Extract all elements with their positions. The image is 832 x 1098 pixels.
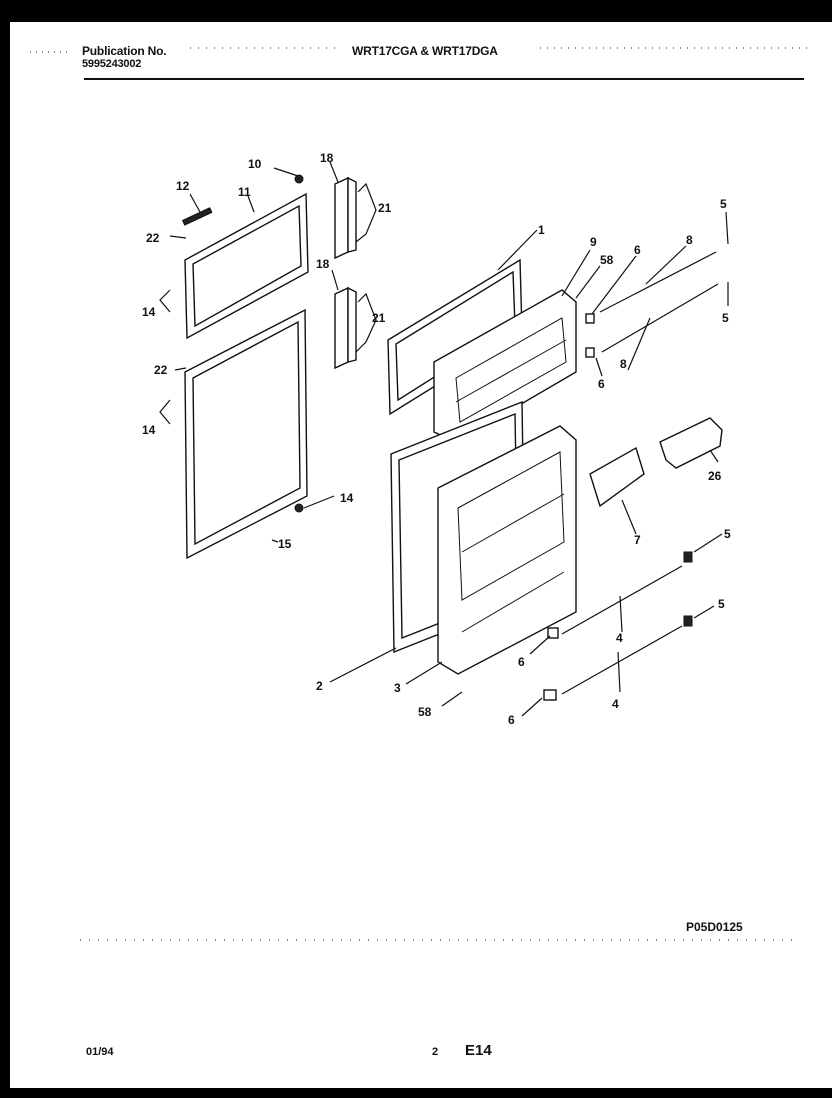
callout-1: 1 — [538, 223, 545, 237]
callout-3: 3 — [394, 681, 401, 695]
model-numbers: WRT17CGA & WRT17DGA — [352, 44, 498, 58]
part-lower-gasket — [184, 308, 308, 560]
part-shelf-bar-lower-b — [561, 625, 683, 695]
callout-18-lower: 18 — [316, 257, 330, 271]
header-rule — [84, 78, 804, 80]
part-shelf-bar-middle — [601, 283, 719, 353]
callout-26: 26 — [708, 469, 722, 483]
callout-10: 10 — [248, 157, 262, 171]
footer-date: 01/94 — [86, 1046, 114, 1058]
callout-6-fourth: 6 — [508, 713, 515, 727]
callout-18-upper: 18 — [320, 151, 334, 165]
part-end-cap — [547, 627, 559, 639]
callout-4-lower: 4 — [612, 697, 619, 711]
part-end-cap — [543, 689, 557, 701]
callout-8-lower: 8 — [620, 357, 627, 371]
part-shelf-bar-lower-a — [561, 565, 683, 635]
publication-number: 5995243002 — [82, 58, 142, 70]
part-upper-gasket — [184, 192, 309, 340]
callout-14-middle: 14 — [142, 423, 156, 437]
callout-58-upper: 58 — [600, 253, 614, 267]
part-handle-lower — [334, 286, 357, 370]
callout-21-lower: 21 — [372, 311, 386, 325]
callout-14-lower: 14 — [340, 491, 354, 505]
callout-14-upper: 14 — [142, 305, 156, 319]
callout-58-lower: 58 — [418, 705, 432, 719]
part-bin-26 — [659, 417, 723, 469]
callout-5-third: 5 — [724, 527, 731, 541]
callout-7: 7 — [634, 533, 641, 547]
publication-label: Publication No. — [82, 44, 167, 58]
callout-5-second: 5 — [722, 311, 729, 325]
part-shelf-bar-upper — [599, 251, 717, 313]
callout-4-upper: 4 — [616, 631, 623, 645]
part-freezer-door-liner — [433, 289, 577, 443]
exploded-parts-view: 10 12 11 22 14 22 14 14 15 18 21 18 21 1… — [30, 47, 810, 941]
callout-15: 15 — [278, 537, 292, 551]
callout-21-upper: 21 — [378, 201, 392, 215]
callout-22-lower: 22 — [154, 363, 168, 377]
callout-6-third: 6 — [518, 655, 525, 669]
diagram-code: P05D0125 — [686, 920, 743, 934]
part-screw-10 — [294, 174, 304, 184]
callout-9: 9 — [590, 235, 597, 249]
footer-section: E14 — [465, 1042, 492, 1059]
callout-22-upper: 22 — [146, 231, 160, 245]
callout-6-second: 6 — [598, 377, 605, 391]
part-strip-12 — [181, 207, 213, 226]
callout-2: 2 — [316, 679, 323, 693]
callout-11: 11 — [238, 185, 251, 199]
part-end-cap — [585, 313, 595, 324]
callout-8-upper: 8 — [686, 233, 693, 247]
part-handle-upper — [334, 176, 357, 260]
parts-diagram-sheet: Publication No. 5995243002 WRT17CGA & WR… — [10, 22, 832, 1088]
callout-12: 12 — [176, 179, 190, 193]
callout-6-upper: 6 — [634, 243, 641, 257]
callout-5-fourth: 5 — [718, 597, 725, 611]
callout-5-top: 5 — [720, 197, 727, 211]
part-end-cap — [683, 615, 693, 627]
part-end-cap — [585, 347, 595, 358]
part-dairy-door — [589, 446, 645, 508]
part-plug-14 — [294, 503, 304, 513]
part-fresh-food-door-liner — [437, 425, 577, 675]
leader-lines — [159, 161, 729, 717]
part-end-cap — [683, 551, 693, 563]
footer-page: 2 — [432, 1046, 439, 1058]
